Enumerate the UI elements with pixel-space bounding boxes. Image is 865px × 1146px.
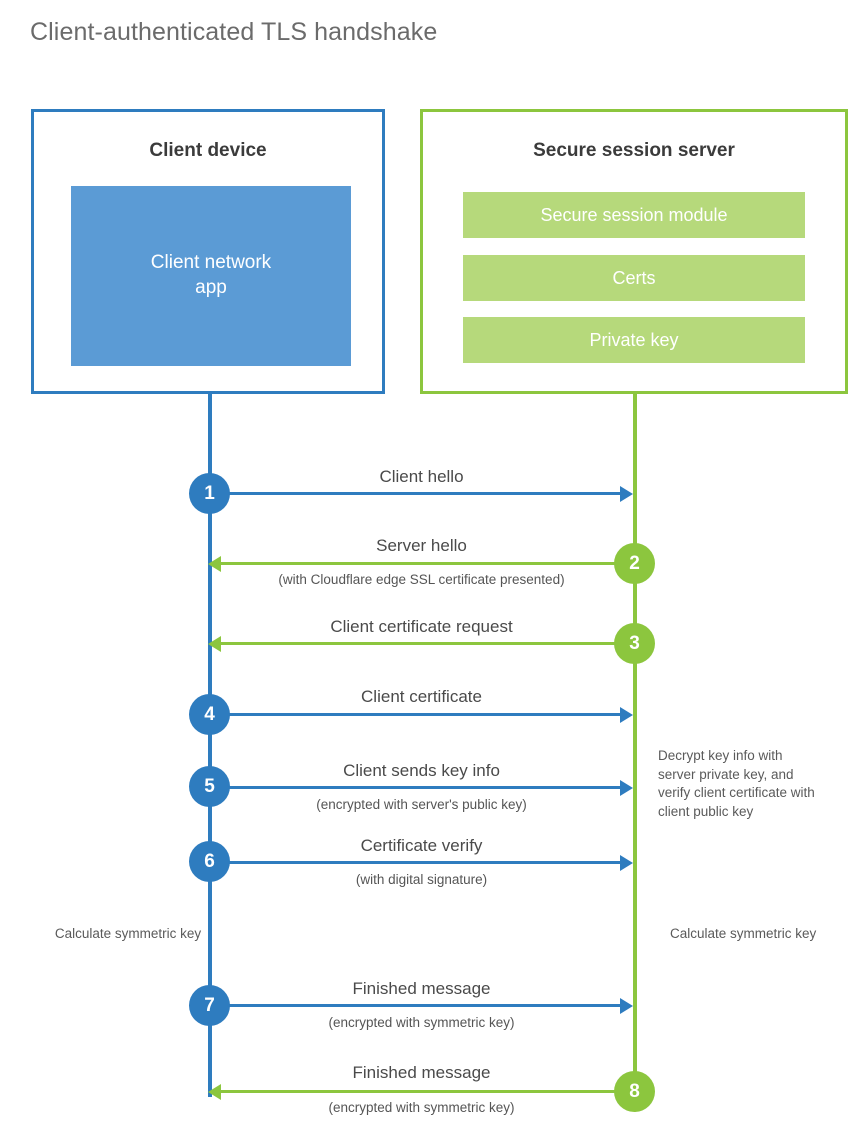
server-bar-label: Certs	[612, 267, 656, 288]
server-bar-private-key: Private key	[463, 317, 805, 363]
server-bar-label: Secure session module	[540, 204, 728, 225]
step-6-arrowhead-icon	[620, 854, 633, 871]
step-number: 4	[204, 703, 215, 725]
step-3-arrow-line	[220, 642, 633, 645]
step-2-arrowhead-icon	[208, 555, 221, 572]
step-1-marker: 1	[189, 473, 230, 514]
step-4-arrowhead-icon	[620, 706, 633, 723]
step-number: 7	[204, 994, 215, 1016]
step-4-label: Client certificate	[361, 687, 482, 706]
secure-session-server-title: Secure session server	[533, 140, 735, 161]
step-7-arrowhead-icon	[620, 997, 633, 1014]
server-bar-secure-session-module: Secure session module	[463, 192, 805, 238]
step-8-arrow-line	[220, 1090, 633, 1093]
step-1-arrow-line	[210, 492, 622, 495]
step-number: 3	[629, 632, 640, 654]
step-number: 5	[204, 775, 215, 797]
server-lifeline	[633, 391, 637, 1093]
step-7-arrow-line	[210, 1004, 622, 1007]
client-lifeline	[208, 391, 212, 1097]
step-5-label: Client sends key info	[343, 761, 500, 780]
step-8-marker: 8	[614, 1071, 655, 1112]
step-5-marker: 5	[189, 766, 230, 807]
step-6-label: Certificate verify	[360, 836, 483, 855]
step-8-sublabel: (encrypted with symmetric key)	[328, 1100, 515, 1115]
step-3-arrowhead-icon	[208, 635, 221, 652]
step-2-marker: 2	[614, 543, 655, 584]
step-5-sublabel: (encrypted with server's public key)	[316, 797, 527, 812]
step-8-label: Finished message	[352, 1063, 491, 1082]
step-8-arrowhead-icon	[208, 1083, 221, 1100]
step-7-marker: 7	[189, 985, 230, 1026]
server-bar-label: Private key	[589, 329, 679, 350]
step-number: 8	[629, 1080, 640, 1102]
step-6-arrow-line	[210, 861, 622, 864]
step-number: 1	[204, 482, 215, 504]
step-2-label: Server hello	[376, 536, 467, 555]
secure-session-server-box: Secure session server Secure session mod…	[420, 109, 848, 394]
client-device-title: Client device	[149, 140, 267, 161]
step-5-arrow-line	[210, 786, 622, 789]
step-6-sublabel: (with digital signature)	[355, 872, 488, 887]
step-3-marker: 3	[614, 623, 655, 664]
step-4-marker: 4	[189, 694, 230, 735]
step-7-sublabel: (encrypted with symmetric key)	[328, 1015, 515, 1030]
step-1-arrowhead-icon	[620, 485, 633, 502]
step-number: 6	[204, 850, 215, 872]
step-2-sublabel: (with Cloudflare edge SSL certificate pr…	[278, 572, 565, 587]
step-7-label: Finished message	[352, 979, 491, 998]
client-calculate-annotation: Calculate symmetric key	[54, 926, 202, 941]
page-title: Client-authenticated TLS handshake	[30, 18, 438, 46]
server-bar-certs: Certs	[463, 255, 805, 301]
step-5-arrowhead-icon	[620, 779, 633, 796]
step-4-arrow-line	[210, 713, 622, 716]
server-calculate-annotation: Calculate symmetric key	[670, 926, 817, 941]
step-1-label: Client hello	[379, 467, 464, 486]
server-decrypt-annotation: Decrypt key info with server private key…	[658, 748, 815, 819]
step-6-marker: 6	[189, 841, 230, 882]
step-2-arrow-line	[220, 562, 633, 565]
step-number: 2	[629, 552, 640, 574]
step-3-label: Client certificate request	[330, 617, 513, 636]
